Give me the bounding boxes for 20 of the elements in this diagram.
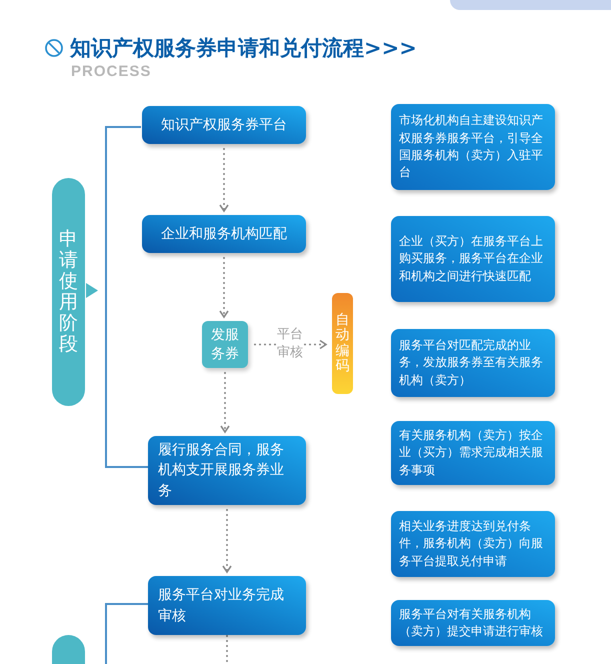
description-box: 企业（买方）在服务平台上购买服务，服务平台在企业和机构之间进行快速匹配 [391, 216, 555, 302]
arrow [219, 148, 229, 212]
title: 知识产权服务券申请和兑付流程>>> [70, 35, 417, 62]
process-box: 履行服务合同，服务机构支开展服务券业务 [148, 436, 306, 505]
arrow [219, 257, 229, 318]
description-box: 服务平台对匹配完成的业务，发放服务券至有关服务机构（卖方） [391, 329, 555, 397]
process-box: 服务平台对业务完成审核 [148, 576, 306, 635]
description-box: 市场化机构自主建设知识产权服务券服务平台，引导全国服务机构（卖方）入驻平台 [391, 104, 555, 190]
arrow [220, 372, 230, 433]
description-box: 服务平台对有关服务机构（卖方）提交申请进行审核 [391, 600, 555, 646]
process-box: 发服务券 [202, 321, 248, 368]
process-box: 知识产权服务券平台 [142, 106, 306, 144]
subtitle: PROCESS [71, 62, 152, 82]
process-box: 企业和服务机构匹配 [142, 215, 306, 253]
phase-pill: 申请使用阶段 [52, 178, 85, 406]
description-box: 有关服务机构（卖方）按企业（买方）需求完成相关服务事项 [391, 421, 555, 485]
tag-box: 自动编码 [332, 293, 353, 394]
arrow [222, 509, 232, 573]
phase-pill [52, 635, 85, 664]
description-box: 相关业务进度达到兑付条件，服务机构（卖方）向服务平台提取兑付申请 [391, 511, 555, 577]
